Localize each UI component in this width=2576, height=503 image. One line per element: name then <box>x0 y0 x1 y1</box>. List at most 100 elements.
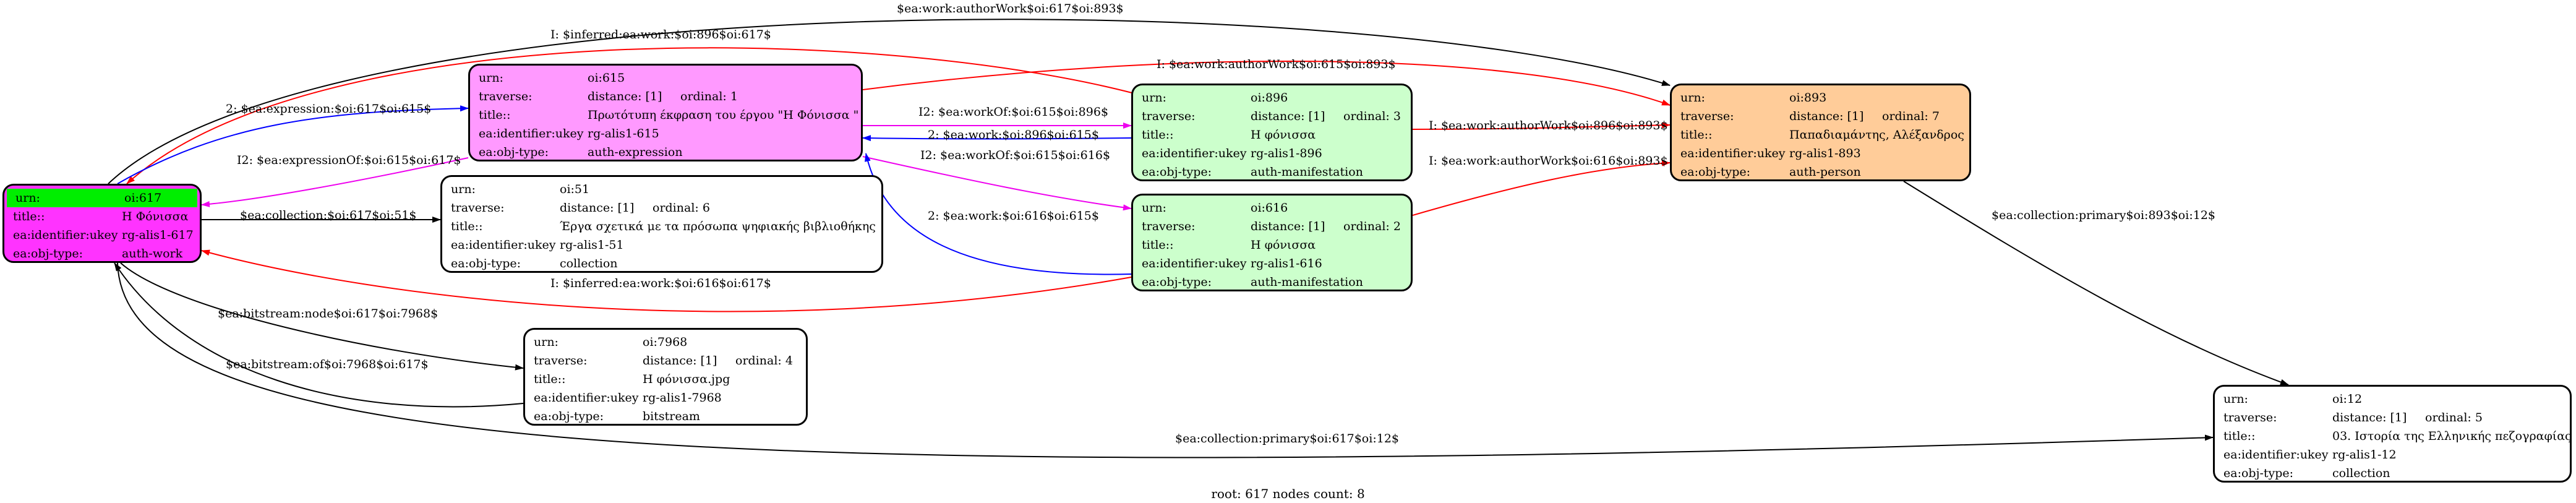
node-field-value: rg-alis1-7968 <box>643 391 722 405</box>
node-row: ea:obj-type: auth-person <box>1672 163 1969 181</box>
edge-n896-n617 <box>126 47 1132 184</box>
node-field-value: auth-person <box>1789 165 1861 179</box>
edge-label: 2: $ea:expression:$oi:617$oi:615$ <box>226 102 431 116</box>
node-field-value: distance: [1] <box>560 201 635 215</box>
edge-label: I: $inferred:ea:work:$oi:616$oi:617$ <box>550 277 771 290</box>
node-row: ea:obj-type:bitstream <box>525 407 806 426</box>
node-row: ea:obj-type:auth-manifestation <box>1133 163 1411 181</box>
node-row: title::Η Φόνισσα <box>4 207 200 226</box>
node-field-key: ea:obj-type: <box>2223 466 2294 480</box>
edge-n615-n616 <box>862 156 1132 211</box>
node-field-value: rg-alis1-893 <box>1789 147 1861 160</box>
node-field-value-extra: ordinal: 5 <box>2425 411 2483 424</box>
node-field-key: ea:obj-type: <box>1680 165 1751 179</box>
edge-label: 2: $ea:work:$oi:616$oi:615$ <box>928 209 1099 223</box>
edge-label: $ea:work:authorWork$oi:617$oi:893$ <box>897 2 1124 15</box>
node-field-value-extra: ordinal: 3 <box>1343 110 1401 123</box>
node-field-value: auth-work <box>122 247 183 260</box>
node-field-value: distance: [1] <box>1251 220 1325 233</box>
node-field-value: collection <box>2332 466 2390 480</box>
node-row: urn: oi:12 <box>2215 390 2570 408</box>
node-field-key: traverse: <box>534 354 588 368</box>
node-field-key: urn: <box>15 191 40 205</box>
node-row: traverse:distance: [1]ordinal: 5 <box>2215 408 2570 427</box>
node-row: urn:oi:616 <box>1133 199 1411 217</box>
edge-label: $ea:collection:primary$oi:893$oi:12$ <box>1992 209 2215 222</box>
node-field-key: ea:obj-type: <box>1142 275 1212 289</box>
node-field-value: Η Φόνισσα <box>122 210 189 223</box>
node-field-value: rg-alis1-616 <box>1251 257 1322 270</box>
node-field-key: urn: <box>479 71 503 85</box>
node-field-value: distance: [1] <box>588 90 662 103</box>
node-field-key: ea:obj-type: <box>13 247 83 260</box>
node-row: title::Έργα σχετικά με τα πρόσωπα ψηφιακ… <box>442 217 881 236</box>
node-field-value: Η φόνισσα.jpg <box>643 372 730 386</box>
node-field-value-extra: ordinal: 2 <box>1343 220 1401 233</box>
node-field-key: ea:identifier:ukey <box>451 238 556 252</box>
node-field-value-extra: ordinal: 7 <box>1882 110 1940 123</box>
node-field-value: auth-expression <box>588 145 683 159</box>
node-row: traverse:distance: [1]ordinal: 6 <box>442 199 881 217</box>
edge-layer: $ea:work:authorWork$oi:617$oi:893$ I: $in… <box>108 2 2289 458</box>
edge-n617-n893 <box>108 19 1671 184</box>
node-field-key: urn: <box>1680 91 1705 105</box>
node-row: title::Η φόνισσα <box>1133 126 1411 144</box>
edge-n896-n615 <box>862 135 1132 142</box>
node-field-key: ea:identifier:ukey <box>13 228 118 242</box>
node-row: urn:oi:617 <box>7 189 197 207</box>
graph-node-oi-12[interactable]: urn: oi:12 traverse:distance: [1]ordinal: … <box>2213 385 2572 483</box>
node-field-value: distance: [1] <box>643 354 717 368</box>
node-field-value: auth-manifestation <box>1251 275 1363 289</box>
node-field-value: oi:893 <box>1789 91 1827 105</box>
edge-n616-n617 <box>201 249 1132 312</box>
edge-n615-n617 <box>201 157 469 207</box>
node-row: ea:obj-type: auth-work <box>4 244 200 263</box>
node-field-value: rg-alis1-12 <box>2332 448 2397 462</box>
node-field-value: rg-alis1-51 <box>560 238 624 252</box>
node-row: traverse:distance: [1]ordinal: 3 <box>1133 107 1411 126</box>
node-field-value: 03. Ιστορία της Ελληνικής πεζογραφίας <box>2332 429 2572 443</box>
node-field-key: ea:obj-type: <box>451 257 521 270</box>
node-field-key: ea:identifier:ukey <box>2223 448 2329 462</box>
node-field-key: title:: <box>1680 128 1713 142</box>
node-row: title::Η φόνισσα.jpg <box>525 370 806 389</box>
node-field-value: rg-alis1-896 <box>1251 147 1322 160</box>
node-field-key: ea:identifier:ukey <box>479 127 584 140</box>
node-row: urn:oi:51 <box>442 180 881 199</box>
edge-n617-n615 <box>117 105 469 184</box>
node-row: ea:identifier:ukey rg-alis1-51 <box>442 236 881 254</box>
node-row: title::Η φόνισσα <box>1133 236 1411 254</box>
node-field-key: ea:obj-type: <box>1142 165 1212 179</box>
node-field-key: urn: <box>451 183 476 196</box>
node-row: ea:obj-type: auth-manifestation <box>1133 273 1411 291</box>
node-field-value: Η φόνισσα <box>1251 128 1316 142</box>
node-field-key: traverse: <box>2223 411 2277 424</box>
edge-label: I: $ea:work:authorWork$oi:616$oi:893$ <box>1429 154 1668 168</box>
edge-n896-n893 <box>1412 122 1671 130</box>
node-field-value: distance: [1] <box>1251 110 1325 123</box>
edge-n617-n7968 <box>120 262 524 371</box>
edge-n616-n893 <box>1412 160 1671 216</box>
edge-label: I: $inferred:ea:work:$oi:896$oi:617$ <box>550 28 771 41</box>
node-field-value: Η φόνισσα <box>1251 238 1316 252</box>
edge-n7968-n617 <box>114 262 524 408</box>
node-field-key: urn: <box>2223 392 2248 406</box>
node-row: traverse:distance: [1]ordinal: 2 <box>1133 217 1411 236</box>
node-field-key: urn: <box>1142 201 1166 215</box>
node-field-value: rg-alis1-617 <box>122 228 194 242</box>
edge-label: $ea:bitstream:of$oi:7968$oi:617$ <box>226 358 429 371</box>
edge-label: I: $ea:work:authorWork$oi:615$oi:893$ <box>1157 58 1396 71</box>
node-field-value: oi:12 <box>2332 392 2363 406</box>
edge-label: I: $ea:work:authorWork$oi:896$oi:893$ <box>1429 119 1668 132</box>
node-field-key: title:: <box>1142 128 1174 142</box>
node-field-value: rg-alis1-615 <box>588 127 659 140</box>
